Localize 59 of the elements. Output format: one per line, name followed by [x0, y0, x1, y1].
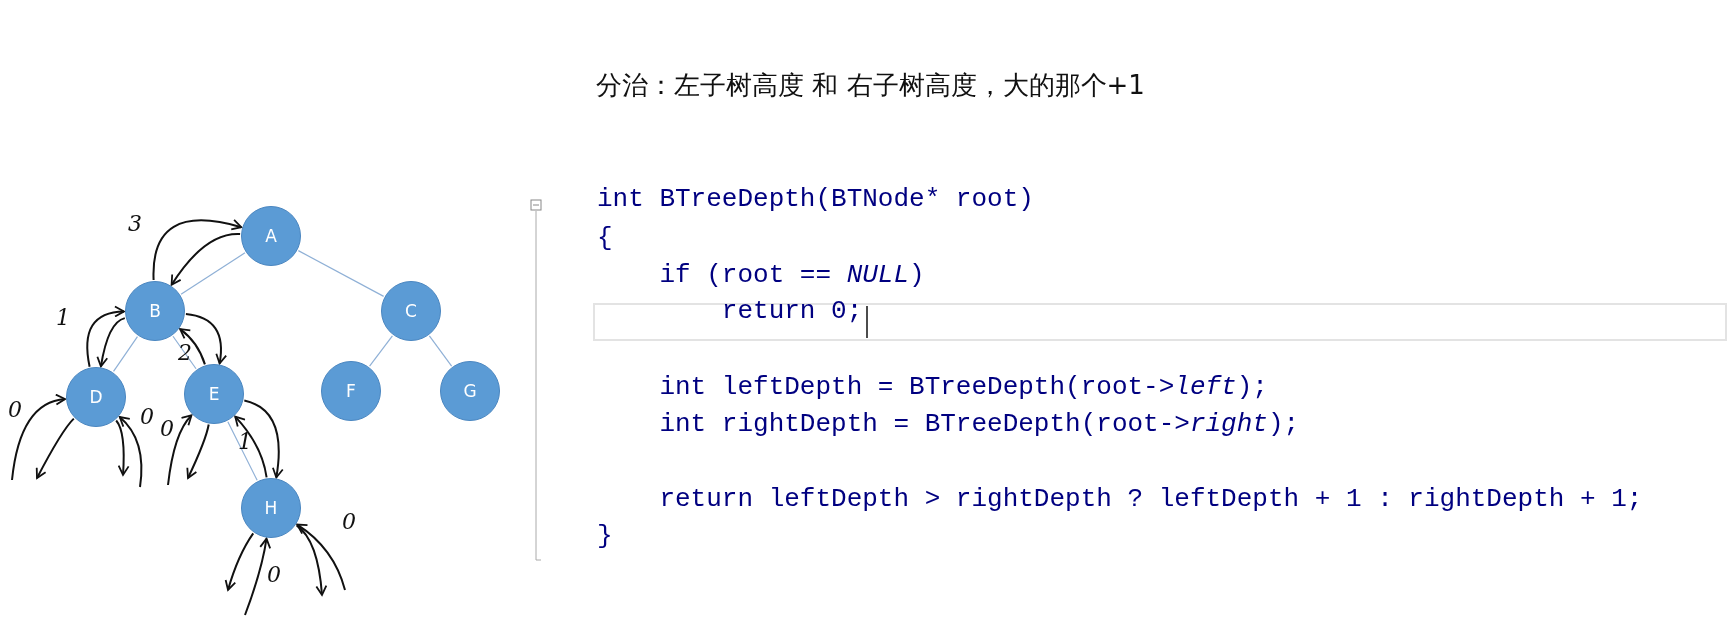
tree-edge — [227, 421, 258, 481]
node-letter: D — [89, 387, 103, 407]
handwritten-number: 0 — [267, 563, 281, 587]
handwritten-number: 0 — [140, 405, 154, 429]
tree-node — [381, 281, 441, 341]
handwritten-arrow — [86, 306, 125, 368]
handwritten-arrow — [118, 416, 143, 488]
node-letter: A — [265, 226, 277, 246]
handwritten-arrow — [96, 317, 126, 368]
handwritten-number: 1 — [56, 306, 70, 330]
tree-node — [321, 361, 381, 421]
tree-node — [66, 367, 126, 427]
node-letter: E — [208, 384, 220, 404]
tree-edge — [369, 335, 393, 367]
code-line: { — [597, 223, 613, 254]
code-line: } — [597, 521, 613, 552]
code-line: int leftDepth = BTreeDepth(root->left); — [658, 372, 1268, 403]
handwritten-arrow — [295, 524, 328, 596]
node-letter: H — [264, 498, 278, 518]
tree-edge — [180, 252, 246, 295]
code-line: if (root == NULL) — [658, 260, 925, 291]
handwritten-arrow — [35, 417, 75, 479]
handwritten-arrow — [186, 423, 210, 479]
tree-node — [440, 361, 500, 421]
tree-edge — [112, 335, 139, 373]
handwritten-number: 0 — [342, 510, 356, 534]
tree-node — [241, 206, 301, 266]
tree-node — [184, 364, 244, 424]
tree-edge — [297, 250, 385, 297]
handwritten-number: 0 — [160, 417, 174, 441]
tree-edge — [428, 335, 453, 367]
handwritten-arrow — [11, 394, 67, 481]
tree-node — [125, 281, 185, 341]
code-line: return leftDepth > rightDepth ? leftDepth + 1 : rightDepth + 1; — [658, 484, 1643, 515]
handwritten-number: 1 — [238, 430, 252, 454]
tree-edge — [172, 335, 197, 370]
node-letter: F — [346, 381, 356, 401]
handwritten-arrow — [179, 328, 206, 366]
code-line: int BTreeDepth(BTNode* root) — [597, 184, 1034, 215]
tree-node — [241, 478, 301, 538]
handwritten-arrow — [244, 537, 271, 616]
heading: 分治：左子树高度 和 右子树高度，大的那个+1 — [596, 69, 1145, 102]
handwritten-arrow — [234, 415, 268, 479]
handwritten-arrow — [184, 313, 227, 365]
code-line: return 0; — [720, 296, 863, 327]
handwritten-arrow — [243, 399, 284, 479]
node-letter: B — [149, 301, 161, 321]
handwritten-arrow — [170, 233, 242, 286]
handwritten-arrow — [115, 419, 130, 476]
handwritten-arrow — [152, 219, 243, 281]
handwritten-arrow — [296, 523, 346, 591]
handwritten-number: 3 — [128, 212, 142, 236]
handwritten-number: 2 — [178, 341, 192, 365]
handwritten-arrow — [224, 532, 255, 591]
code-line: int rightDepth = BTreeDepth(root->right); — [658, 409, 1300, 440]
handwritten-arrow — [167, 414, 193, 486]
handwritten-number: 0 — [8, 398, 22, 422]
node-letter: G — [463, 381, 477, 401]
node-letter: C — [405, 301, 417, 321]
